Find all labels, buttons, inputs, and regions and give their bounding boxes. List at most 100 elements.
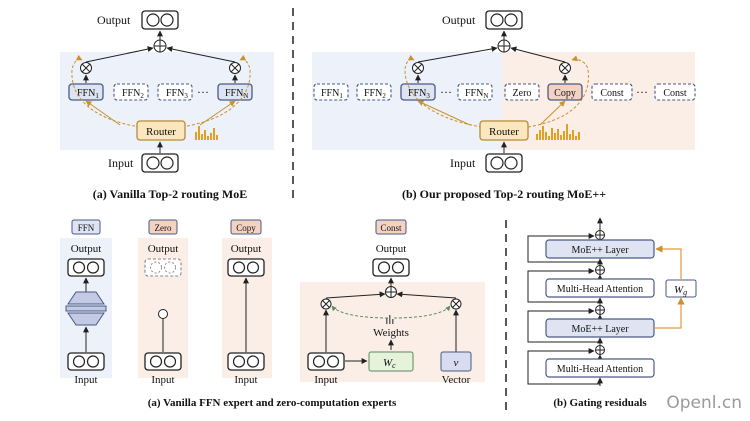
copy-output-token: [227, 258, 265, 277]
panel-b-caption: (b) Our proposed Top-2 routing MoE++: [402, 187, 606, 201]
svg-text:Router: Router: [146, 126, 176, 138]
panel-a-ffn2: FFN2: [113, 83, 149, 101]
panel-b-dots-right: ···: [636, 85, 648, 99]
copy-output-label: Output: [231, 243, 262, 255]
zero-input-label: Input: [151, 374, 174, 386]
panel-b-zero: Zero: [504, 83, 540, 101]
svg-text:MoE++ Layer: MoE++ Layer: [571, 245, 629, 256]
mha-bottom: Multi-Head Attention: [545, 358, 655, 378]
const-output-token: [372, 258, 410, 277]
panel-b-dots-left: ···: [440, 85, 452, 99]
copy-input-label: Input: [234, 374, 257, 386]
panel-a-dots: ···: [197, 85, 209, 99]
wc-weight-box: Wc: [368, 351, 414, 372]
panel-b-sum-icon: [497, 39, 511, 53]
panel-a-input-label: Input: [108, 156, 134, 170]
svg-text:Const: Const: [600, 88, 624, 99]
panel-b-output-label: Output: [442, 13, 476, 27]
panel-b-orange-bg: [502, 52, 695, 150]
ffn-expert-tag: FFN: [71, 219, 101, 235]
panel-a-output-label: Output: [97, 13, 131, 27]
weights-histogram: [386, 315, 394, 324]
const-expert-tag: Const: [375, 219, 407, 235]
gating-residuals: MoE++ Layer Multi-Head Attention MoE++ L…: [527, 217, 697, 409]
const-sum-icon: [385, 286, 397, 298]
svg-text:FFN: FFN: [78, 223, 95, 233]
svg-text:FFNN: FFNN: [225, 88, 248, 100]
const-output-label: Output: [376, 243, 407, 255]
ffn-network-icon: [65, 291, 107, 326]
svg-text:Const: Const: [663, 88, 687, 99]
panel-a-ffn3: FFN3: [157, 83, 193, 101]
ffn-input-token: [67, 352, 105, 371]
panel-a-mult-icon-left: [80, 62, 92, 74]
panel-b-router: Router: [479, 120, 529, 141]
copy-input-token: [227, 352, 265, 371]
weights-label: Weights: [373, 327, 409, 339]
svg-text:Wg: Wg: [674, 284, 687, 297]
panel-a-input-token: [141, 153, 179, 173]
ffn-output-token: [67, 258, 105, 277]
expert-types: FFN Output Input Zero Output: [60, 219, 485, 409]
gate-sum-icon-3: [595, 305, 605, 315]
svg-text:FFNN: FFNN: [465, 88, 488, 100]
panel-a-ffn1: FFN1: [68, 83, 104, 101]
panel-vanilla-moe: Output FFN1 FFN2: [60, 10, 274, 201]
panel-b-blue-bg: [312, 52, 502, 150]
svg-text:Multi-Head Attention: Multi-Head Attention: [557, 364, 643, 375]
panel-b-router-histogram: [536, 124, 580, 140]
svg-text:Copy: Copy: [236, 223, 256, 233]
wg-gate-box: Wg: [665, 279, 697, 298]
moepp-layer-bottom: MoE++ Layer: [545, 318, 655, 338]
svg-text:FFN3: FFN3: [408, 88, 430, 100]
panel-a-caption: (a) Vanilla Top-2 routing MoE: [93, 187, 248, 201]
zero-output-label: Output: [148, 243, 179, 255]
copy-expert-tag: Copy: [230, 219, 262, 235]
panel-a-mult-icon-right: [229, 62, 241, 74]
panel-b-output-token: [485, 10, 523, 30]
svg-text:FFN2: FFN2: [122, 88, 144, 100]
svg-text:Zero: Zero: [155, 223, 172, 233]
panel-a-output-token: [141, 10, 179, 30]
ffn-output-label: Output: [71, 243, 102, 255]
zero-terminal-icon: [158, 309, 168, 319]
panel-b-ffn2: FFN2: [356, 83, 392, 101]
moepp-layer-top: MoE++ Layer: [545, 239, 655, 259]
panel-a-router: Router: [136, 120, 186, 141]
zero-expert-tag: Zero: [148, 219, 178, 235]
const-mult-icon-left: [320, 298, 332, 310]
gate-sum-icon-2: [595, 265, 605, 275]
watermark: Openl.cn: [666, 393, 742, 413]
mha-top: Multi-Head Attention: [545, 278, 655, 298]
zero-input-token: [144, 352, 182, 371]
svg-text:Const: Const: [380, 223, 402, 233]
svg-text:Router: Router: [489, 126, 519, 138]
const-input-token: [307, 352, 345, 371]
panel-b-ffnN: FFNN: [457, 83, 493, 101]
const-input-label: Input: [314, 374, 337, 386]
panel-b-copy: Copy: [547, 83, 583, 101]
svg-text:FFN1: FFN1: [77, 88, 99, 100]
ffn-input-label: Input: [74, 374, 97, 386]
svg-text:v: v: [454, 357, 459, 369]
panel-b-ffn1: FFN1: [313, 83, 349, 101]
panel-a-ffnN: FFNN: [217, 83, 253, 101]
vector-label: Vector: [442, 374, 471, 386]
experts-caption: (a) Vanilla FFN expert and zero-computat…: [148, 397, 397, 409]
zero-output-token: [144, 258, 182, 277]
panel-b-input-token: [485, 153, 523, 173]
panel-b-mult-icon-right: [559, 62, 571, 74]
svg-text:MoE++ Layer: MoE++ Layer: [571, 324, 629, 335]
panel-b-input-label: Input: [450, 156, 476, 170]
svg-text:Wc: Wc: [383, 357, 396, 370]
svg-text:FFN3: FFN3: [166, 88, 188, 100]
gating-caption: (b) Gating residuals: [553, 397, 647, 409]
panel-a-sum-icon: [153, 39, 167, 53]
svg-text:Zero: Zero: [513, 88, 532, 99]
svg-text:FFN2: FFN2: [364, 88, 386, 100]
svg-text:Multi-Head Attention: Multi-Head Attention: [557, 284, 643, 295]
vector-box: v: [440, 351, 472, 372]
svg-text:FFN1: FFN1: [321, 88, 343, 100]
gate-sum-icon-1: [595, 230, 605, 240]
